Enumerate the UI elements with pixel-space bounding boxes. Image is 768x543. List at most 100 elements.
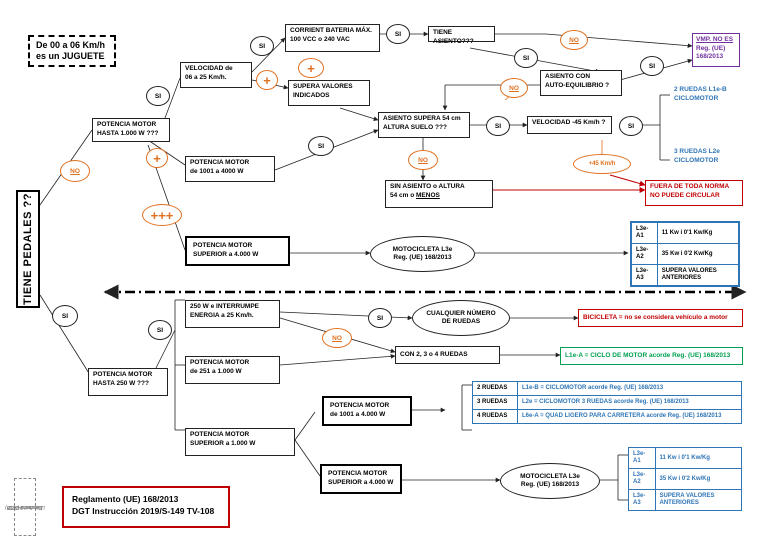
- w250-interrumpe-box: 250 W e INTERRUMPE ENERGIA a 25 Km/h.: [185, 300, 280, 328]
- moto-l3e-lower-line2: Reg. (UE) 168/2013: [520, 481, 580, 488]
- potencia-superior-4000-line1: POTENCIA MOTOR: [193, 242, 253, 249]
- yes-circle-4: SI: [514, 48, 538, 68]
- yes-label-4: SI: [522, 54, 530, 62]
- root-no-circle: NO: [60, 160, 90, 182]
- fuera-norma-line2: NO PUEDE CIRCULAR: [650, 191, 720, 199]
- yes-circle-6: SI: [486, 116, 510, 136]
- vmp-box: VMP. NO ES Reg. (UE) 168/2013: [692, 33, 740, 67]
- root-yes-circle: SI: [52, 305, 78, 327]
- table-row: L3e-A1 11 Kw i 0'1 Kw/Kg: [628, 447, 743, 469]
- plus-circle-2: +: [256, 70, 278, 90]
- author-signature: Lluís Serra (GUB) Caporal 24.452 Desembr…: [5, 478, 45, 536]
- table-row: 2 RUEDAS L1e-B = CICLOMOTOR acorde Reg. …: [472, 381, 742, 396]
- yes-circle-3: SI: [386, 24, 410, 44]
- bicicleta-text: BICICLETA = no se considera vehículo a m…: [583, 314, 728, 321]
- w250-interrumpe-line1: 250 W e INTERRUMPE: [190, 303, 259, 310]
- corriente-bateria-line1: CORRIENT BATERIA MÁX.: [290, 27, 372, 34]
- sin-asiento-line2-a: 54 cm o: [390, 191, 417, 199]
- potencia-251-1000-line1: POTENCIA MOTOR: [190, 359, 250, 366]
- plus-circle-3: +: [298, 58, 324, 78]
- no-label-asiento: NO: [569, 36, 579, 44]
- over45-label: +45 Km/h: [588, 161, 616, 167]
- supera-valores-box: SUPERA VALORES INDICADOS: [288, 80, 370, 106]
- table-row: 4 RUEDAS L6e-A = QUAD LIGERO PARA CARRET…: [472, 409, 742, 424]
- no-label-250: NO: [332, 334, 342, 342]
- ruedas-value-1: L1e-B = CICLOMOTOR acorde Reg. (UE) 168/…: [517, 381, 742, 396]
- ruedas-key-2: 3 RUEDAS: [472, 395, 518, 410]
- potencia-lower-1001-4000-line1: POTENCIA MOTOR: [330, 402, 390, 409]
- yes-label-6: SI: [494, 122, 502, 130]
- w250-interrumpe-line2: ENERGIA a 25 Km/h.: [190, 311, 254, 319]
- root-question: TIENE PEDALES ??: [16, 190, 40, 308]
- no-circle-asiento: NO: [560, 30, 588, 50]
- potencia-hasta-1000-line1: POTENCIA MOTOR: [97, 121, 157, 128]
- asiento-equilibrio-line1: ASIENTO CON: [545, 73, 591, 80]
- l3e-upper-code-1: L3e-A1: [630, 221, 658, 244]
- potencia-superior-4000-line2: SUPERIOR a 4.000 W: [193, 250, 259, 258]
- ruedas-key-3: 4 RUEDAS: [472, 409, 518, 424]
- reglamento-line1: Reglamento (UE) 168/2013: [72, 494, 179, 504]
- corriente-bateria-box: CORRIENT BATERIA MÁX. 100 VCC o 240 VAC: [285, 24, 380, 52]
- l1e-b-box: 2 RUEDAS L1e-B CICLOMOTOR: [670, 84, 742, 110]
- l3e-table-lower: L3e-A1 11 Kw i 0'1 Kw/Kg L3e-A2 35 Kw i …: [628, 447, 743, 511]
- potencia-sup-4000-lower-line1: POTENCIA MOTOR: [328, 470, 388, 477]
- moto-l3e-ellipse-lower: MOTOCICLETA L3e Reg. (UE) 168/2013: [500, 463, 600, 499]
- asiento-supera-line2: ALTURA SUELO ???: [383, 123, 447, 131]
- table-row: L3e-A2 35 Kw i 0'2 Kw/Kg: [630, 243, 740, 265]
- potencia-1001-4000-line1: POTENCIA MOTOR: [190, 159, 250, 166]
- l2e-line1: 3 RUEDAS L2e: [674, 148, 720, 155]
- corriente-bateria-line2: 100 VCC o 240 VAC: [290, 35, 350, 43]
- potencia-1001-4000-line2: de 1001 a 4000 W: [190, 167, 244, 175]
- supera-valores-line2: INDICADOS: [293, 91, 330, 99]
- con-ruedas-text: CON 2, 3 o 4 RUEDAS: [400, 351, 468, 358]
- ruedas-key-1: 2 RUEDAS: [472, 381, 518, 396]
- moto-l3e-ellipse-upper: MOTOCICLETA L3e Reg. (UE) 168/2013: [370, 236, 475, 272]
- root-no-label: NO: [70, 167, 80, 175]
- no-circle-equilibrio: NO: [500, 78, 528, 98]
- l3e-upper-desc-2: 35 Kw i 0'2 Kw/Kg: [656, 243, 740, 265]
- potencia-superior-4000-box: POTENCIA MOTOR SUPERIOR a 4.000 W: [185, 236, 290, 266]
- ruedas-value-3: L6e-A = QUAD LIGERO PARA CARRETERA acord…: [517, 409, 742, 424]
- yes-label-2: SI: [258, 42, 266, 50]
- asiento-supera-box: ASIENTO SUPERA 54 cm ALTURA SUELO ???: [378, 112, 470, 138]
- over45-circle: +45 Km/h: [573, 154, 631, 174]
- l3e-upper-desc-1: 11 Kw i 0'1 Kw/Kg: [656, 221, 740, 244]
- yes-circle-9: SI: [148, 320, 172, 340]
- l1e-a-box: L1e-A = CICLO DE MOTOR acorde Reg. (UE) …: [560, 347, 743, 365]
- reglamento-box: Reglamento (UE) 168/2013 DGT Instrucción…: [62, 486, 230, 528]
- l3e-upper-code-2: L3e-A2: [630, 243, 658, 265]
- velocidad-25-box: VELOCIDAD de 06 a 25 Km/h.: [180, 62, 252, 88]
- root-yes-label: SI: [61, 312, 69, 320]
- bicicleta-box: BICICLETA = no se considera vehículo a m…: [578, 309, 743, 327]
- asiento-equilibrio-box: ASIENTO CON AUTO-EQUILIBRIO ?: [540, 70, 622, 96]
- l3e-lower-code-2: L3e-A2: [628, 468, 656, 490]
- sin-asiento-line2-b: MENOS: [416, 191, 440, 199]
- yes-label-5: SI: [648, 62, 656, 70]
- con-ruedas-box: CON 2, 3 o 4 RUEDAS: [395, 346, 500, 364]
- potencia-1001-4000-box: POTENCIA MOTOR de 1001 a 4000 W: [185, 156, 275, 182]
- potencia-hasta-1000-box: POTENCIA MOTOR HASTA 1.000 W ???: [92, 118, 170, 142]
- table-row: 3 RUEDAS L2e = CICLOMOTOR 3 RUEDAS acord…: [472, 395, 742, 410]
- supera-valores-line1: SUPERA VALORES: [293, 83, 353, 90]
- root-question-label: TIENE PEDALES ??: [22, 193, 34, 305]
- asiento-equilibrio-line2: AUTO-EQUILIBRIO ?: [545, 81, 610, 89]
- vmp-line3: 168/2013: [696, 53, 724, 60]
- plus-circle-1: +: [146, 148, 168, 168]
- cualquier-ruedas-line1: CUALQUIER NÚMERO: [426, 310, 496, 317]
- velocidad-25-line2: 06 a 25 Km/h.: [185, 73, 227, 81]
- potencia-hasta-250-line2: HASTA 250 W ???: [93, 379, 149, 387]
- potencia-251-1000-line2: de 251 a 1.000 W: [190, 367, 242, 375]
- author-line3: Desembre 2019: [7, 504, 43, 510]
- yes-circle-8: SI: [308, 136, 334, 156]
- triple-plus-label: +++: [150, 207, 174, 223]
- l3e-upper-desc-3: SUPERA VALORES ANTERIORES: [656, 264, 740, 287]
- vmp-line2: Reg. (UE): [696, 44, 726, 52]
- header-note-line1: De 00 a 06 Km/h: [36, 40, 106, 50]
- potencia-lower-1001-4000-line2: de 1001 a 4.000 W: [330, 410, 386, 418]
- velocidad-45-text: VELOCIDAD -45 Km/h ?: [532, 119, 606, 126]
- l3e-lower-desc-3: SUPERA VALORES ANTERIORES: [654, 489, 743, 511]
- no-label-altura: NO: [418, 156, 428, 164]
- potencia-251-1000-box: POTENCIA MOTOR de 251 a 1.000 W: [185, 356, 280, 384]
- reglamento-line2: DGT Instrucción 2019/S-149 TV-108: [72, 506, 215, 516]
